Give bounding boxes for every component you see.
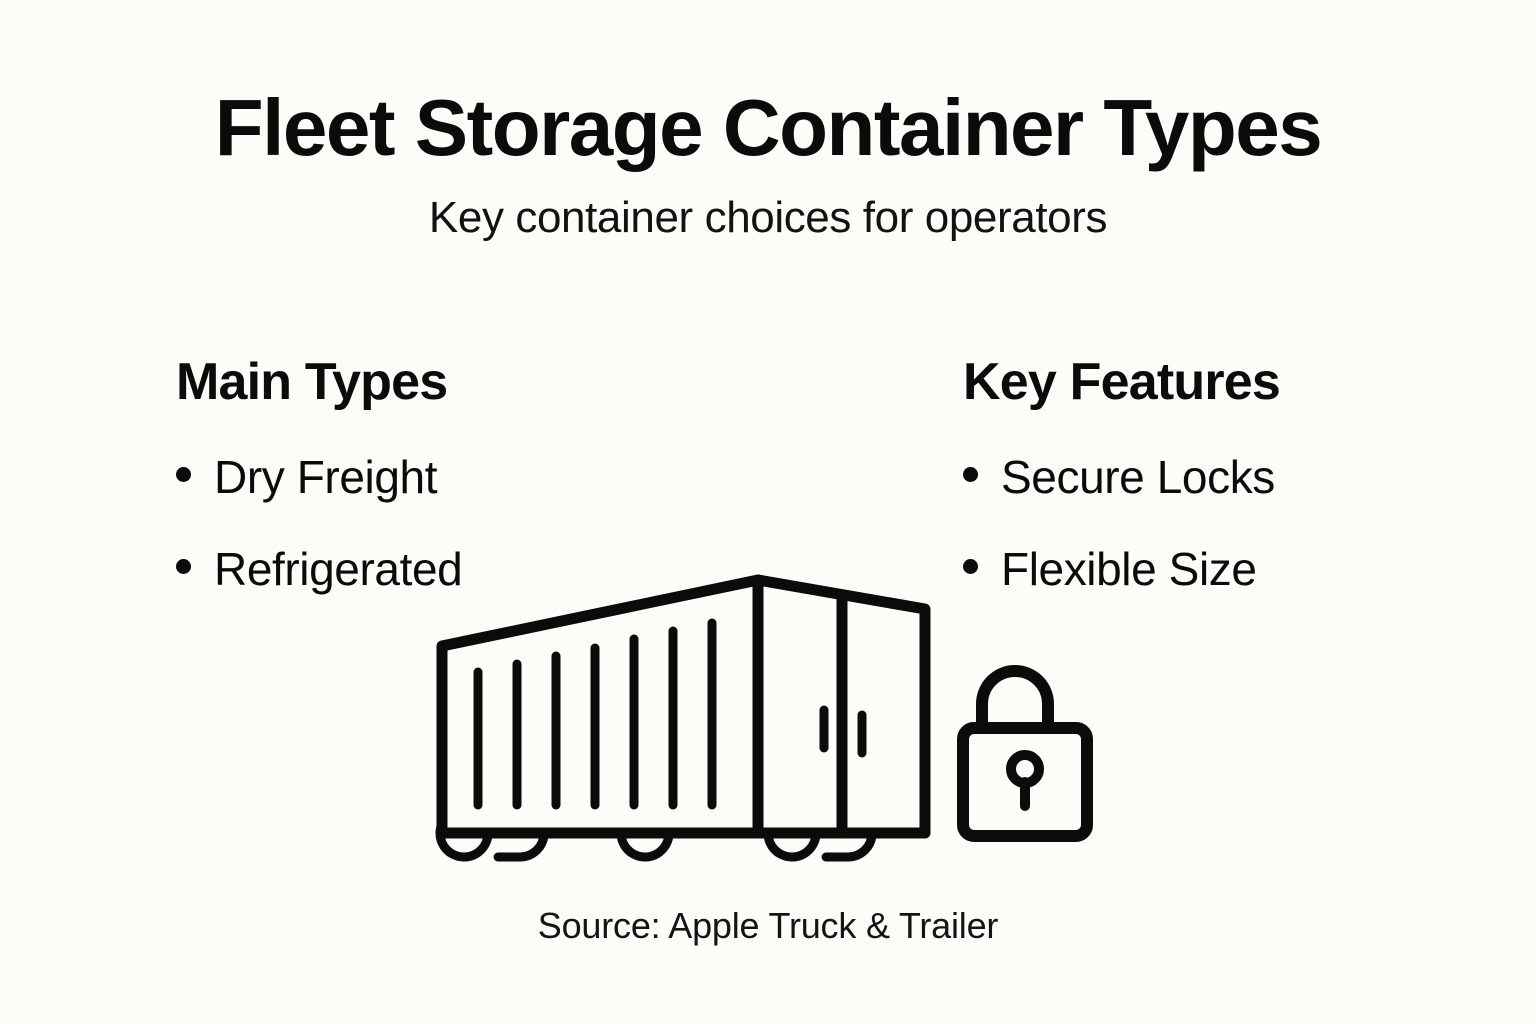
source-caption: Source: Apple Truck & Trailer: [537, 905, 999, 946]
column-key-features: Key Features Secure Locks Flexible Size: [963, 353, 1281, 592]
bullet-dot-icon: [176, 467, 191, 482]
padlock-icon: [957, 665, 1093, 842]
list-item-label: Flexible Size: [1001, 543, 1257, 595]
list-item: Flexible Size: [963, 546, 1280, 592]
shipping-container-trailer-icon: [435, 574, 931, 862]
list-item-label: Secure Locks: [1001, 451, 1275, 503]
padlock-shackle: [976, 665, 1054, 736]
bullet-dot-icon: [963, 467, 978, 482]
list-item-label: Dry Freight: [214, 451, 438, 503]
list-item: Refrigerated: [176, 543, 463, 595]
illustration-group: [420, 560, 1120, 890]
bullet-list-key-features: Secure Locks Flexible Size: [963, 454, 1280, 592]
container-door-handles: [819, 705, 867, 758]
page-subtitle: Key container choices for operators: [428, 193, 1108, 242]
container-corrugation-ribs: [473, 618, 717, 810]
list-item-label: Refrigerated: [214, 543, 463, 595]
column-main-types: Main Types Dry Freight Refrigerated: [176, 353, 463, 595]
list-item: Secure Locks: [963, 454, 1280, 500]
bullet-dot-icon: [963, 559, 978, 574]
bullet-list-main-types: Dry Freight Refrigerated: [176, 454, 463, 595]
column-heading-key-features: Key Features: [963, 353, 1281, 411]
bullet-dot-icon: [176, 559, 191, 574]
column-heading-main-types: Main Types: [176, 353, 448, 411]
page-title: Fleet Storage Container Types: [214, 83, 1323, 172]
padlock-keyhole: [1006, 750, 1044, 811]
container-and-lock-illustration: [435, 574, 1093, 862]
list-item: Dry Freight: [176, 454, 462, 500]
